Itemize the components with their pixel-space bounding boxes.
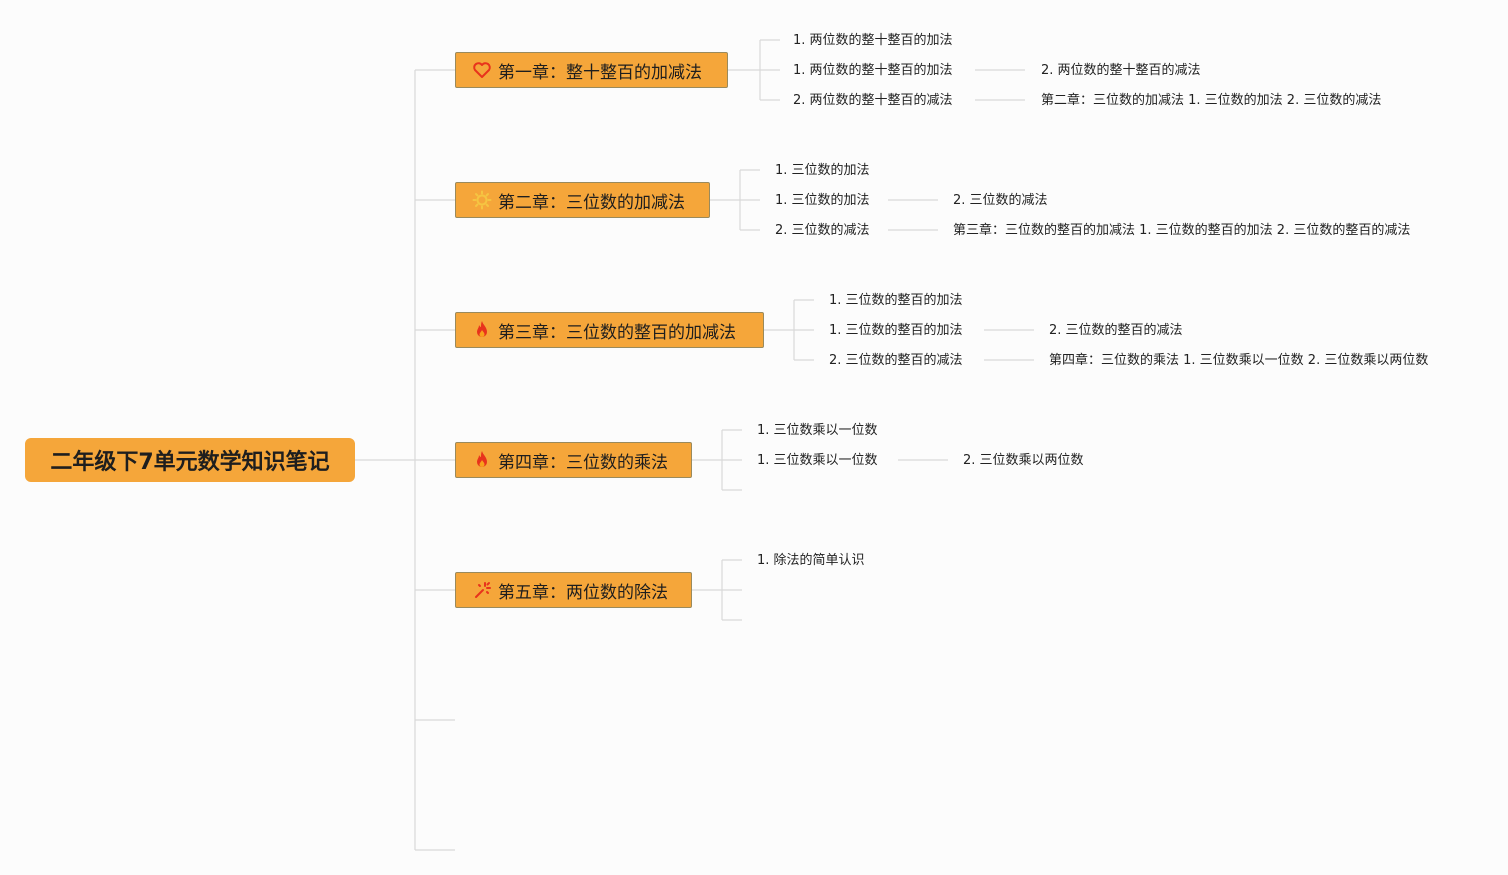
leaf-item[interactable]: 2. 两位数的整十整百的减法 (793, 93, 953, 108)
fire-icon (472, 450, 492, 470)
subleaf-item[interactable]: 2. 三位数的减法 (953, 193, 1048, 208)
root-topic[interactable]: 二年级下7单元数学知识笔记 (25, 438, 355, 482)
heart-icon (472, 60, 492, 80)
leaf-item[interactable]: 1. 三位数的加法 (775, 163, 870, 178)
chapter-node-1[interactable]: 第一章：整十整百的加减法 (455, 52, 728, 88)
subleaf-item[interactable]: 2. 两位数的整十整百的减法 (1041, 63, 1201, 78)
leaf-item[interactable]: 2. 三位数的整百的减法 (829, 353, 963, 368)
chapter-node-2[interactable]: 第二章：三位数的加减法 (455, 182, 710, 218)
leaf-item[interactable]: 1. 两位数的整十整百的加法 (793, 63, 953, 78)
chapter-node-3[interactable]: 第三章：三位数的整百的加减法 (455, 312, 764, 348)
leaf-item[interactable]: 1. 三位数乘以一位数 (757, 453, 878, 468)
fire-icon (472, 320, 492, 340)
chapter-title: 第二章：三位数的加减法 (498, 192, 685, 213)
leaf-item[interactable]: 1. 三位数乘以一位数 (757, 423, 878, 438)
leaf-item[interactable]: 1. 两位数的整十整百的加法 (793, 33, 953, 48)
sun-icon (472, 190, 492, 210)
chapter-title: 第四章：三位数的乘法 (498, 452, 668, 473)
subleaf-item[interactable]: 2. 三位数乘以两位数 (963, 453, 1084, 468)
chapter-title: 第三章：三位数的整百的加减法 (498, 322, 736, 343)
subleaf-item[interactable]: 第三章：三位数的整百的加减法 1. 三位数的整百的加法 2. 三位数的整百的减法 (953, 223, 1411, 238)
leaf-item[interactable]: 1. 三位数的整百的加法 (829, 293, 963, 308)
sparkle-icon (472, 580, 492, 600)
leaf-item[interactable]: 1. 三位数的加法 (775, 193, 870, 208)
leaf-item[interactable]: 2. 三位数的减法 (775, 223, 870, 238)
chapter-node-4[interactable]: 第四章：三位数的乘法 (455, 442, 692, 478)
chapter-title: 第五章：两位数的除法 (498, 582, 668, 603)
chapter-node-5[interactable]: 第五章：两位数的除法 (455, 572, 692, 608)
subleaf-item[interactable]: 2. 三位数的整百的减法 (1049, 323, 1183, 338)
subleaf-item[interactable]: 第二章：三位数的加减法 1. 三位数的加法 2. 三位数的减法 (1041, 93, 1382, 108)
leaf-item[interactable]: 1. 三位数的整百的加法 (829, 323, 963, 338)
subleaf-item[interactable]: 第四章：三位数的乘法 1. 三位数乘以一位数 2. 三位数乘以两位数 (1049, 353, 1429, 368)
chapter-title: 第一章：整十整百的加减法 (498, 62, 702, 83)
leaf-item[interactable]: 1. 除法的简单认识 (757, 553, 865, 568)
root-title: 二年级下7单元数学知识笔记 (50, 450, 330, 475)
